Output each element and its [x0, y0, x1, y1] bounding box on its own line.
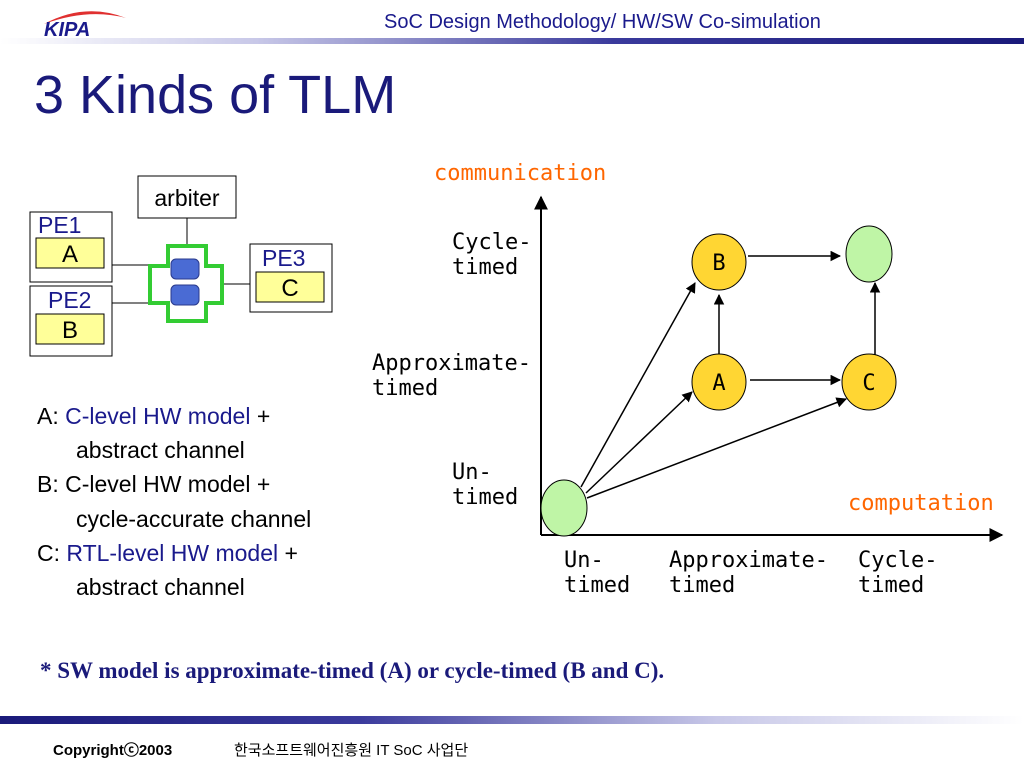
x-axis-title: computation	[848, 491, 994, 516]
x-label-un-2: timed	[564, 573, 630, 598]
bus-arbiter-structure	[148, 244, 224, 323]
desc-a-level: C-level HW model	[65, 403, 251, 429]
y-label-cycle-2: timed	[452, 255, 518, 280]
node-cycle-timed	[845, 225, 893, 283]
bottom-divider	[0, 716, 1024, 724]
y-label-approx-2: timed	[372, 376, 438, 401]
pe1-label: PE1	[38, 212, 81, 238]
pe2-label: PE2	[48, 287, 91, 313]
pe3-block-label: C	[281, 275, 298, 302]
desc-a-line1: A: C-level HW model +	[37, 403, 270, 430]
desc-b-line1: B: C-level HW model +	[37, 471, 271, 497]
top-divider	[0, 38, 1024, 44]
pe3-block	[255, 271, 325, 303]
y-label-un-2: timed	[452, 485, 518, 510]
arrow-untimed-to-c	[586, 397, 847, 499]
x-label-cycle-2: timed	[858, 573, 924, 598]
arbiter-label: arbiter	[154, 185, 220, 211]
arrow-untimed-to-a	[585, 391, 693, 494]
node-a-label: A	[712, 371, 725, 396]
node-c	[841, 353, 897, 411]
desc-a-prefix: A:	[37, 403, 66, 429]
y-axis-title: communication	[434, 161, 606, 186]
node-b	[691, 233, 747, 291]
y-label-cycle-1: Cycle-	[452, 230, 531, 255]
pe2-block	[35, 313, 105, 345]
node-b-label: B	[712, 251, 725, 276]
x-label-approx-2: timed	[669, 573, 735, 598]
copyright-text: Copyrightⓒ2003	[53, 742, 173, 759]
architecture-diagram: arbiter PE1 A PE2 B PE3 C	[29, 175, 333, 357]
desc-a-line2: abstract channel	[76, 437, 245, 463]
desc-a-plus: +	[250, 403, 271, 429]
arrow-untimed-to-b	[580, 282, 696, 488]
node-a	[691, 353, 747, 411]
pe1-block	[35, 237, 105, 269]
node-c-label: C	[862, 371, 875, 396]
x-label-un-1: Un-	[564, 548, 604, 573]
pe2-block-label: B	[62, 317, 78, 344]
kipa-logo: KIPA	[44, 11, 126, 40]
header-title: SoC Design Methodology/ HW/SW Co-simulat…	[384, 11, 821, 33]
bus-slot-upper	[170, 258, 200, 280]
desc-b-line2: cycle-accurate channel	[76, 506, 312, 532]
desc-c-line1: C: RTL-level HW model +	[37, 540, 298, 567]
timing-graph: communication computation Cycle- timed A…	[372, 161, 1004, 598]
pe1-block-label: A	[62, 241, 78, 268]
x-label-cycle-1: Cycle-	[858, 548, 937, 573]
desc-c-prefix: C:	[37, 540, 67, 566]
logo-swoosh	[44, 11, 126, 24]
desc-c-line2: abstract channel	[76, 574, 245, 600]
organization-text: 한국소프트웨어진흥원 IT SoC 사업단	[234, 742, 469, 759]
desc-c-plus: +	[278, 540, 298, 566]
page-title: 3 Kinds of TLM	[34, 65, 397, 125]
bus-slot-lower	[170, 284, 200, 306]
sw-model-note: * SW model is approximate-timed (A) or c…	[40, 658, 665, 683]
x-label-approx-1: Approximate-	[669, 548, 828, 573]
y-label-approx-1: Approximate-	[372, 351, 531, 376]
node-untimed	[540, 479, 588, 537]
logo-text: KIPA	[44, 19, 90, 40]
y-label-un-1: Un-	[452, 460, 492, 485]
pe3-label: PE3	[262, 245, 305, 271]
desc-c-level: RTL-level HW model	[66, 540, 279, 566]
